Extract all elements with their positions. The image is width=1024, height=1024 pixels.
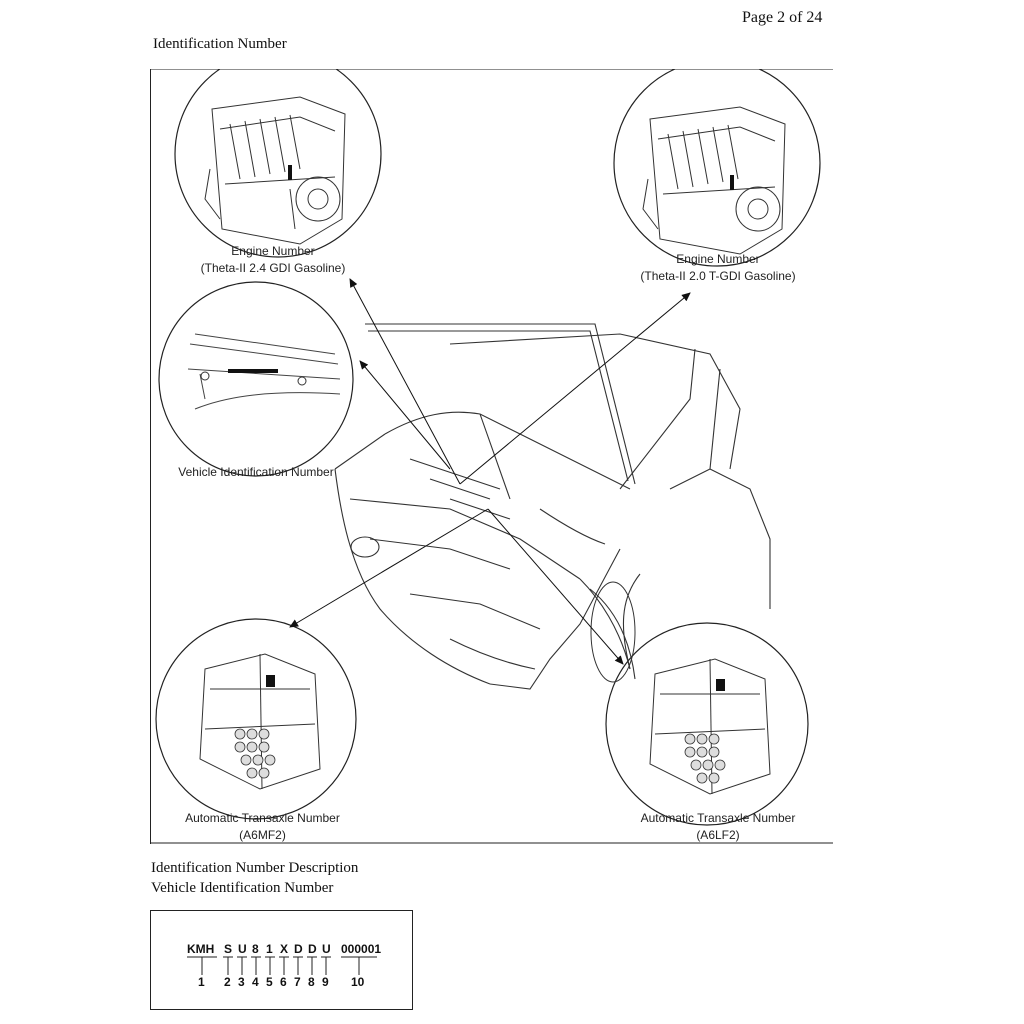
transaxle-left-caption: Automatic Transaxle Number (A6MF2) [180, 810, 345, 844]
transaxle-left-caption-line1: Automatic Transaxle Number [185, 811, 340, 825]
vin-group-2: S [224, 942, 233, 956]
vin-position-4: 4 [252, 975, 259, 989]
vin-group-5: 1 [266, 942, 273, 956]
vin-group-8: D [308, 942, 317, 956]
vin-group-9: U [322, 942, 331, 956]
transaxle-left-caption-line2: (A6MF2) [239, 828, 286, 842]
transaxle-right-illustration [605, 622, 809, 826]
engine-left-caption: Engine Number (Theta-II 2.4 GDI Gasoline… [198, 243, 348, 277]
vin-diagram: KMH S U 8 1 X D D U 000001 1 2 3 4 5 6 7… [150, 910, 413, 1010]
vin-group-4: 8 [252, 942, 259, 956]
transaxle-left-illustration [155, 618, 357, 820]
vin-position-7: 7 [294, 975, 301, 989]
engine-right-illustration [613, 69, 821, 267]
figure-illustration [150, 69, 833, 844]
vin-tick-lines [187, 956, 377, 975]
page-number: Page 2 of 24 [742, 9, 823, 26]
vin-position-8: 8 [308, 975, 315, 989]
engine-left-caption-line1: Engine Number [231, 244, 315, 258]
pointer-arrows [289, 278, 691, 665]
description-subtitle: Vehicle Identification Number [151, 880, 334, 896]
vin-caption: Vehicle Identification Number [178, 465, 334, 479]
engine-right-caption: Engine Number (Theta-II 2.0 T-GDI Gasoli… [628, 251, 808, 285]
section-title: Identification Number [153, 36, 287, 52]
engine-left-caption-line2: (Theta-II 2.4 GDI Gasoline) [200, 261, 346, 275]
transaxle-right-caption-line1: Automatic Transaxle Number [640, 811, 796, 825]
engine-left-illustration [174, 69, 382, 258]
engine-right-caption-line1: Engine Number [676, 252, 760, 266]
transaxle-right-caption-line2: (A6LF2) [696, 828, 740, 842]
vin-location-illustration [158, 281, 354, 477]
transaxle-right-caption: Automatic Transaxle Number (A6LF2) [634, 810, 802, 844]
vin-group-1: KMH [187, 942, 215, 956]
arrow-to-transaxle-right [487, 508, 624, 665]
arrow-to-vin [359, 360, 451, 470]
arrow-to-engine-right [459, 292, 691, 485]
identification-figure: Engine Number (Theta-II 2.4 GDI Gasoline… [150, 69, 833, 844]
vin-position-6: 6 [280, 975, 287, 989]
arrow-to-engine-left [349, 278, 461, 485]
vin-group-3: U [238, 942, 247, 956]
engine-right-caption-line2: (Theta-II 2.0 T-GDI Gasoline) [640, 269, 796, 283]
arrow-to-transaxle-left [289, 508, 489, 628]
vin-position-9: 9 [322, 975, 329, 989]
vin-position-5: 5 [266, 975, 273, 989]
vin-group-10: 000001 [341, 942, 382, 956]
vin-position-10: 10 [351, 975, 365, 989]
description-title: Identification Number Description [151, 860, 359, 876]
vin-position-3: 3 [238, 975, 245, 989]
vehicle-illustration [334, 323, 771, 690]
vin-group-7: D [294, 942, 303, 956]
vin-position-1: 1 [198, 975, 205, 989]
vin-position-2: 2 [224, 975, 231, 989]
vin-group-6: X [280, 942, 289, 956]
